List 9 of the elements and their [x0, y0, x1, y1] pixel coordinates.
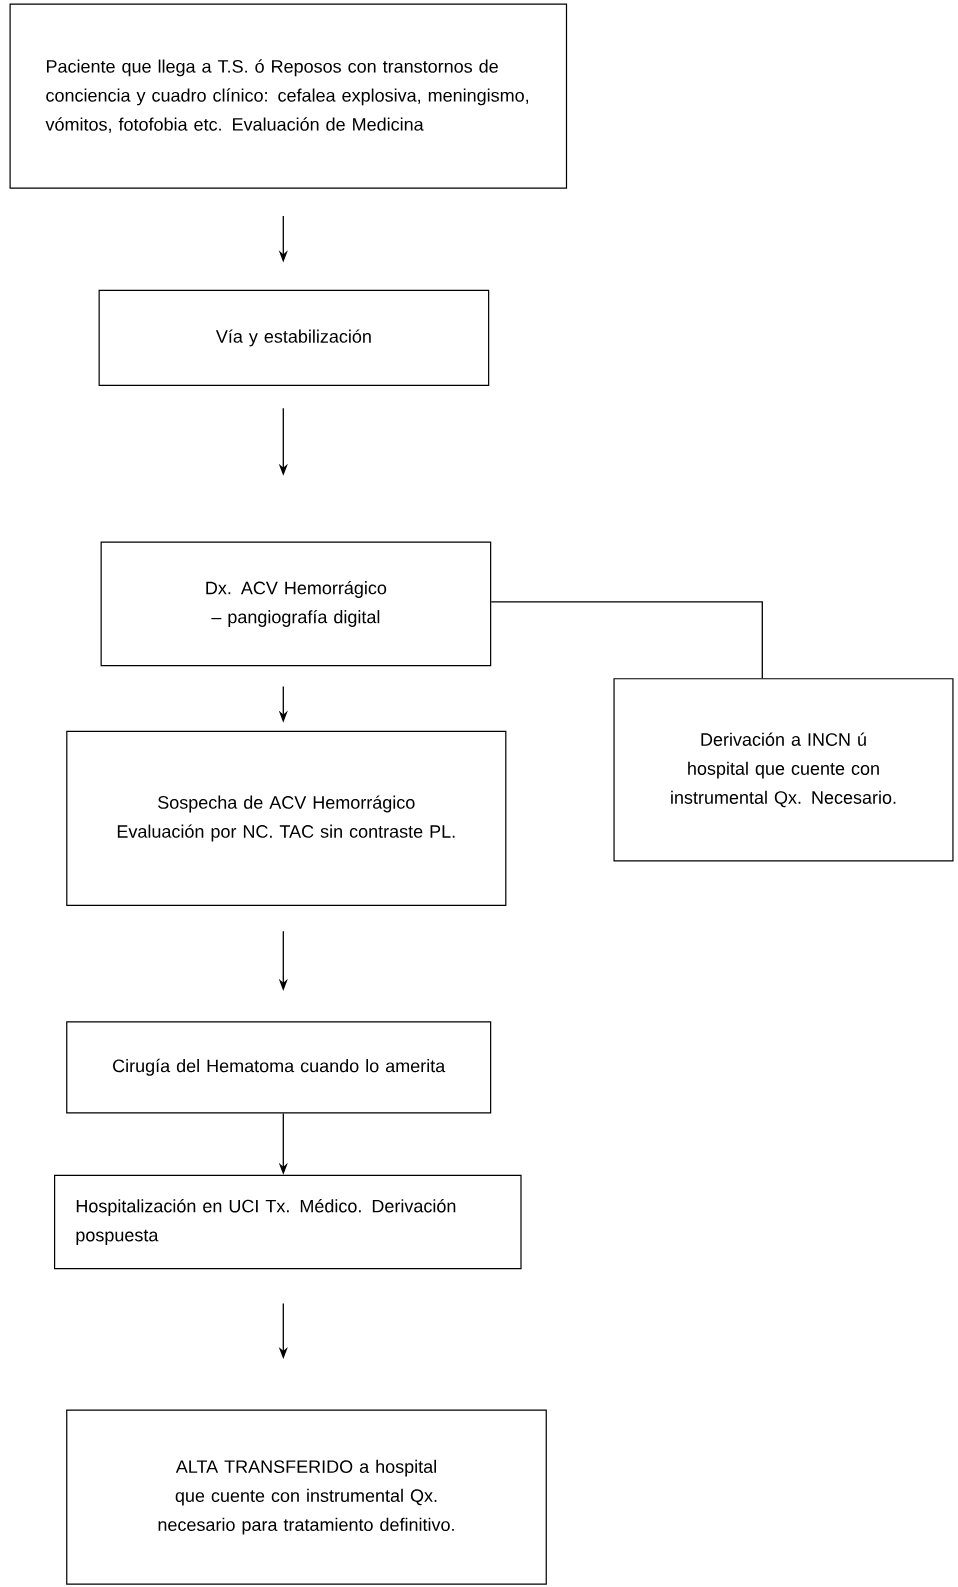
- connector-line: [490, 601, 763, 679]
- process-box: Sospecha de ACV Hemorrágico Evaluación por NC. TAC sin contraste PL.: [66, 730, 507, 906]
- process-box: Dx. ACV Hemorrágico – pangiografía digital: [100, 541, 492, 667]
- process-box: Paciente que llega a T.S. ó Reposos con transtornos de conciencia y cuadro clínico: cefalea explosiva, meningismo, vómitos, fotofobia etc. Evaluación de Medicina: [9, 3, 568, 189]
- process-box: Cirugía del Hematoma cuando lo amerita: [66, 1021, 492, 1114]
- process-box: ALTA TRANSFERIDO a hospital que cuente con instrumental Qx. necesario para tratamiento definitivo.: [66, 1409, 547, 1585]
- process-box: Hospitalización en UCI Tx. Médico. Derivación pospuesta: [54, 1174, 522, 1270]
- process-box: Derivación a INCN ú hospital que cuente con instrumental Qx. Necesario.: [613, 678, 954, 862]
- process-box: Vía y estabilización: [98, 289, 490, 387]
